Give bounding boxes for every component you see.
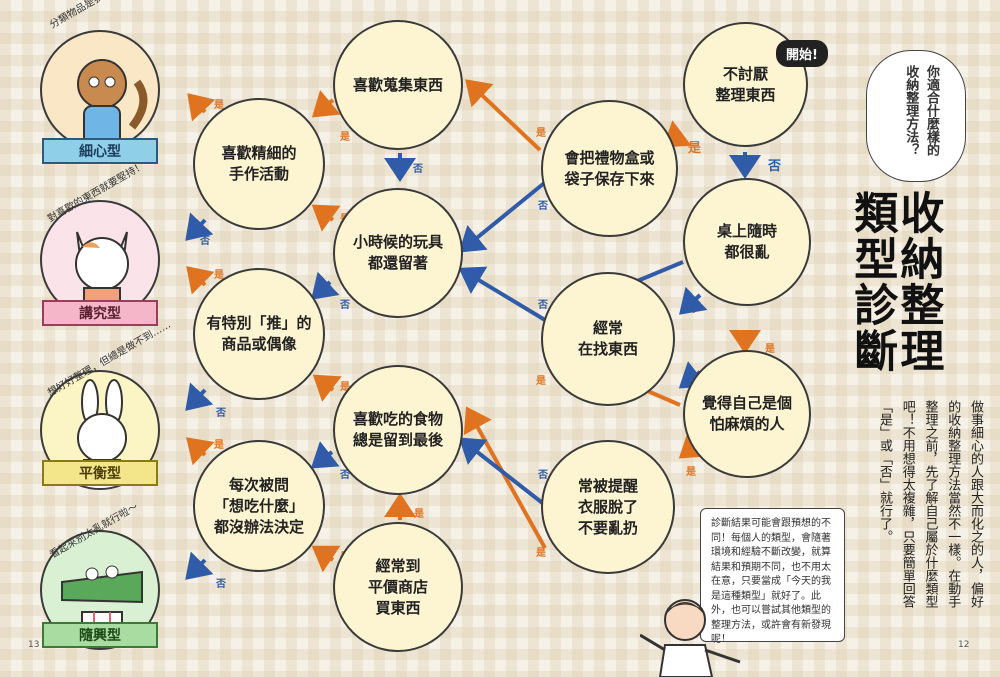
yes-label: 是 [688,141,702,156]
page-title: 收納整理 類型診斷 [846,190,944,374]
yes-label: 是 [214,440,224,451]
arrow-yes [187,93,216,122]
title-line-2: 類型診斷 [846,190,898,374]
page-number-right: 12 [958,640,970,650]
type-ribbon-casual: 隨興型 [42,622,158,648]
arrow-no [185,551,214,580]
question-node-3: 喜歡蒐集東西 [333,20,463,150]
title-line-1: 收納整理 [892,190,944,374]
no-label: 否 [538,300,548,311]
arrow-no [458,178,550,253]
question-node-7: 經常 在找東西 [541,272,675,406]
question-node-9: 覺得自己是個 怕麻煩的人 [683,350,811,478]
type-ribbon-particular: 講究型 [42,300,158,326]
no-label: 否 [538,470,548,481]
intro-text: 做事細心的人跟大而化之的人，偏好的收納整理方法當然不一樣。在動手整理之前，先了解… [877,400,983,608]
start-badge: 開始! [776,40,828,67]
arrow-no [458,437,547,507]
arrow-no [310,441,340,469]
question-node-8: 有特別「推」的 商品或偶像 [193,268,325,400]
arrow-yes [312,374,342,402]
arrow-yes [311,545,341,573]
question-node-12: 每次被問 「想吃什麼」 都沒辦法決定 [193,440,325,572]
no-label: 否 [200,236,210,247]
yes-label: 是 [340,132,350,143]
no-label: 否 [686,304,696,315]
arrow-yes [311,89,341,118]
yes-label: 是 [340,382,350,393]
no-label: 否 [216,408,226,419]
yes-label: 是 [686,467,696,478]
no-label: 否 [340,300,350,311]
yes-label: 是 [765,344,775,355]
arrow-no [185,382,214,411]
question-node-10: 喜歡吃的食物 總是留到最後 [333,365,463,495]
question-bubble: 你適合什麼樣的 收納整理方法？ [866,50,966,182]
yes-label: 是 [536,548,546,559]
girl-illustration-icon [640,599,741,677]
no-label: 否 [686,374,696,385]
arrow-no [185,212,214,241]
type-badge-detail [40,30,160,150]
no-label: 否 [216,579,226,590]
arrow-yes [463,406,547,549]
arrow-no [458,266,547,322]
no-label: 否 [538,201,548,212]
arrow-no [679,286,708,315]
question-node-11: 常被提醒 衣服脫了 不要亂扔 [541,440,675,574]
page-number-left: 13 [28,640,40,650]
no-label: 否 [413,164,423,175]
arrow-no [311,271,340,300]
arrow-yes [186,437,215,466]
yes-label: 是 [214,100,224,111]
question-node-6: 喜歡精細的 手作活動 [193,98,325,230]
yes-label: 是 [414,509,424,520]
question-node-2: 會把禮物盒或 袋子保存下來 [541,100,678,237]
arrow-yes [311,204,341,232]
yes-label: 是 [536,376,546,387]
yes-label: 是 [214,270,224,281]
question-node-5: 小時候的玩具 都還留著 [333,188,463,318]
question-node-13: 經常到 平價商店 買東西 [333,522,463,652]
question-node-4: 桌上隨時 都很亂 [683,178,811,306]
note-box: 診斷結果可能會跟預想的不同！每個人的類型，會隨著環境和經驗不斷改變，就算結果和預… [700,508,845,645]
arrow-yes [186,266,215,295]
no-label: 否 [768,159,782,174]
chipmunk-icon [77,59,148,147]
no-label: 否 [340,470,350,481]
bubble-text: 你適合什麼樣的 收納整理方法？ [903,65,939,156]
arrow-yes [465,79,542,152]
type-ribbon-detail: 細心型 [42,138,158,164]
type-ribbon-balanced: 平衡型 [42,460,158,486]
yes-label: 是 [536,128,546,139]
